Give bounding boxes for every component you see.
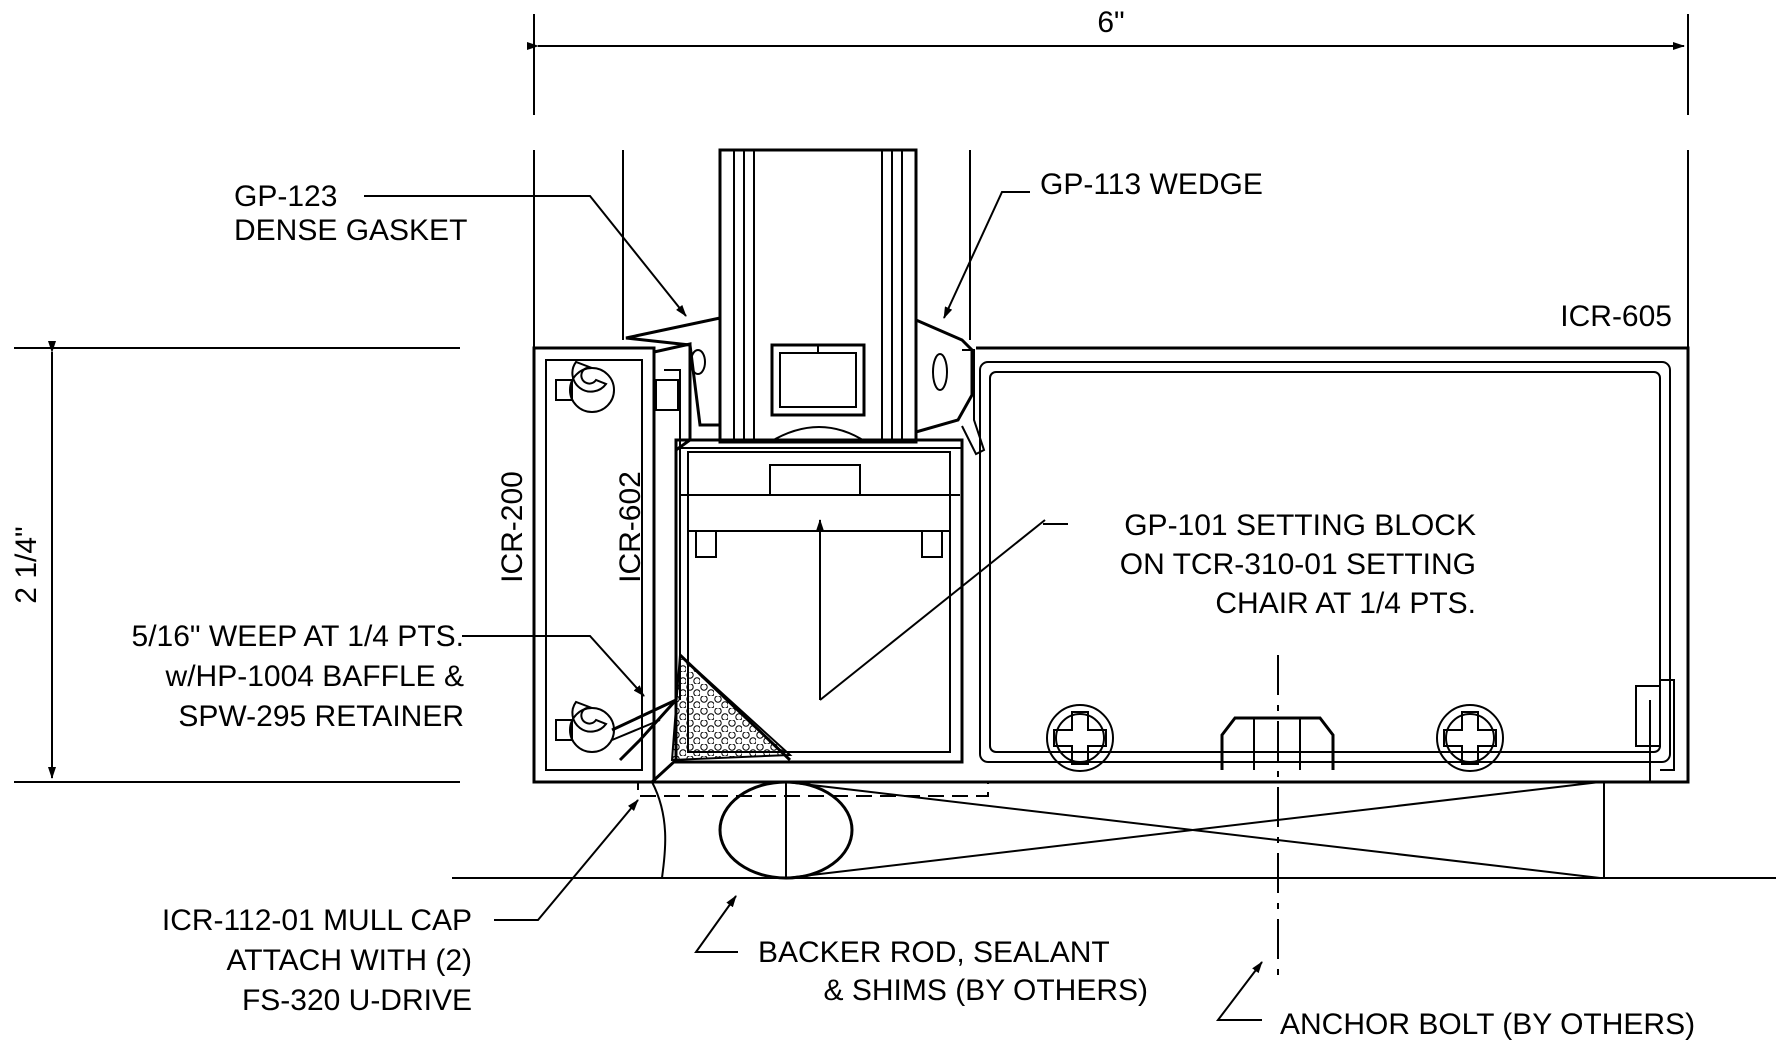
- weep-label-line1: 5/16" WEEP AT 1/4 PTS.: [132, 620, 464, 653]
- mull-cap-label-line3: FS-320 U-DRIVE: [242, 984, 472, 1017]
- setting-block-label-line3: CHAIR AT 1/4 PTS.: [1215, 587, 1476, 620]
- shim-and-backer-rod: [637, 780, 1605, 880]
- backer-rod-label-line2: & SHIMS (BY OTHERS): [824, 974, 1149, 1007]
- icr-605-label: ICR-605: [1560, 300, 1672, 333]
- mull-cap-label-line1: ICR-112-01 MULL CAP: [162, 904, 472, 937]
- glass-unit: [718, 148, 918, 444]
- weep-label-line2: w/HP-1004 BAFFLE &: [165, 660, 464, 693]
- leader-lines: [364, 191, 1263, 1021]
- setting-chair: [674, 438, 1046, 764]
- gp-123-label-line2: DENSE GASKET: [234, 214, 467, 247]
- screw-left: [1046, 704, 1114, 772]
- icr-200-label: ICR-200: [496, 471, 529, 583]
- setting-block-label-line2: ON TCR-310-01 SETTING: [1120, 548, 1476, 581]
- mull-cap-label-line2: ATTACH WITH (2): [226, 944, 472, 977]
- gp-113-wedge: [914, 317, 986, 456]
- height-dimension-label: 2 1/4": [10, 526, 43, 603]
- weep-label-line3: SPW-295 RETAINER: [178, 700, 464, 733]
- gp-123-label-line1: GP-123: [234, 180, 337, 213]
- anchor-nut: [1220, 655, 1335, 980]
- height-dimension: [14, 341, 460, 783]
- backer-rod-label-line1: BACKER ROD, SEALANT: [758, 936, 1110, 969]
- weep-baffle: [670, 652, 793, 762]
- setting-block-label-line1: GP-101 SETTING BLOCK: [1124, 509, 1476, 542]
- icr-602-label: ICR-602: [614, 471, 647, 583]
- anchor-bolt-label: ANCHOR BOLT (BY OTHERS): [1280, 1008, 1695, 1041]
- gp-123-dense-gasket: [625, 316, 722, 427]
- screw-right: [1436, 704, 1504, 772]
- gp-113-label: GP-113 WEDGE: [1040, 168, 1263, 201]
- frame-jambs: [533, 150, 1689, 348]
- width-dimension-label: 6": [1097, 6, 1124, 39]
- width-dimension: [527, 14, 1689, 115]
